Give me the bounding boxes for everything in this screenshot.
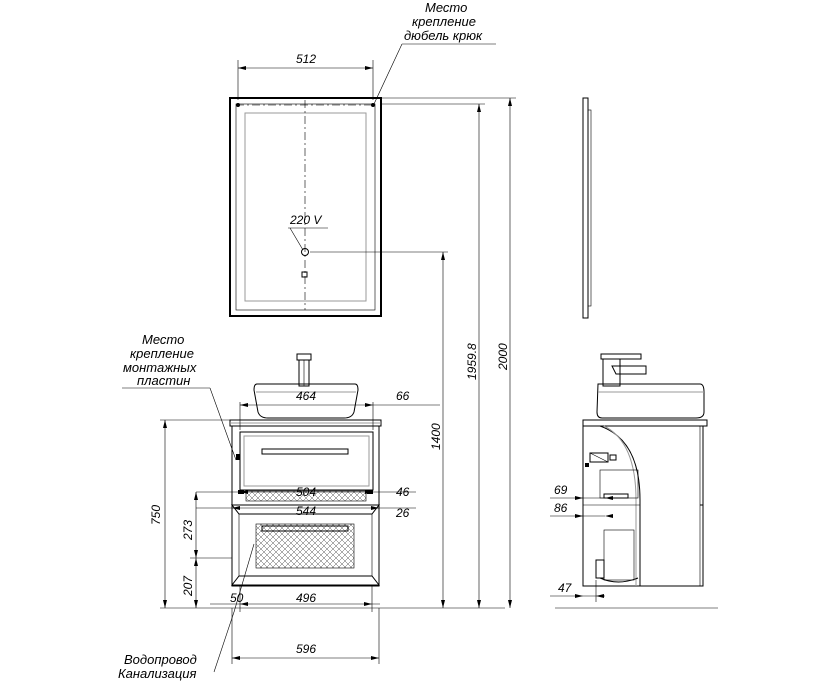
- mirror-mount-note-3: дюбель крюк: [404, 28, 483, 43]
- mirror-mount-callout: Место крепление дюбель крюк: [373, 0, 496, 105]
- mirror-mount-note-1: Место: [425, 0, 467, 15]
- drawer-height-label: 273: [181, 520, 195, 541]
- side-dimensions: 69 86 47: [550, 483, 613, 602]
- dimension-bottom-width: 50 496: [210, 585, 380, 612]
- floor-bottom-label: 207: [181, 575, 195, 597]
- plate-mount-note-3: монтажных: [123, 360, 197, 375]
- inner-width-mid-label: 544: [296, 504, 316, 518]
- socket-icon: [301, 248, 309, 256]
- sewage-note: Канализация: [118, 666, 196, 681]
- basin-width-label: 464: [296, 389, 316, 403]
- dimension-inner-mid: 544 26: [196, 504, 416, 520]
- drawer-offset-label: 26: [395, 506, 410, 520]
- mirror-width-label: 512: [296, 52, 316, 66]
- vanity-side-view: [555, 353, 718, 609]
- inner-width-top-label: 504: [296, 485, 316, 499]
- side-margin-label: 50: [230, 591, 244, 605]
- dimension-mirror-width: 512: [237, 52, 374, 100]
- voltage-label: 220 V: [289, 213, 322, 227]
- cabinet-width-label: 596: [296, 642, 316, 656]
- plumbing-callout: Водопровод Канализация: [118, 543, 255, 681]
- basin-offset-label: 66: [396, 389, 410, 403]
- plate-mount-note-4: пластин: [137, 373, 190, 388]
- dimension-basin-width: 464 66: [239, 389, 440, 430]
- plate-mount-note-1: Место: [142, 332, 184, 347]
- plate-mount-note-2: крепление: [130, 346, 194, 361]
- mirror-front-view: [229, 97, 382, 317]
- mirror-side-view: [582, 97, 592, 319]
- vanity-front-view: [160, 353, 505, 609]
- dimension-floor-bottom: 207: [181, 558, 198, 608]
- water-supply-note: Водопровод: [124, 652, 197, 667]
- bottom-width-label: 496: [296, 591, 316, 605]
- voltage-callout: 220 V: [288, 213, 328, 251]
- total-height-label: 2000: [496, 343, 510, 371]
- dimension-heights: 1400 1959.8 2000: [310, 97, 516, 608]
- dimension-drawer-height: 273: [181, 492, 232, 559]
- mirror-mount-note-2: крепление: [412, 14, 476, 29]
- side-86-label: 86: [554, 501, 568, 515]
- dimension-cabinet-height: 750: [149, 419, 232, 608]
- cabinet-height-label: 750: [149, 505, 163, 525]
- drawer-gap-label: 46: [396, 485, 410, 499]
- side-47-label: 47: [558, 581, 573, 595]
- dimension-cabinet-width: 596: [231, 608, 380, 664]
- dimension-inner-top: 504 46: [196, 485, 416, 499]
- mirror-top-height-label: 1959.8: [465, 343, 479, 380]
- plate-mount-callout: Место крепление монтажных пластин: [122, 332, 237, 461]
- side-69-label: 69: [554, 483, 568, 497]
- socket-height-label: 1400: [429, 423, 443, 450]
